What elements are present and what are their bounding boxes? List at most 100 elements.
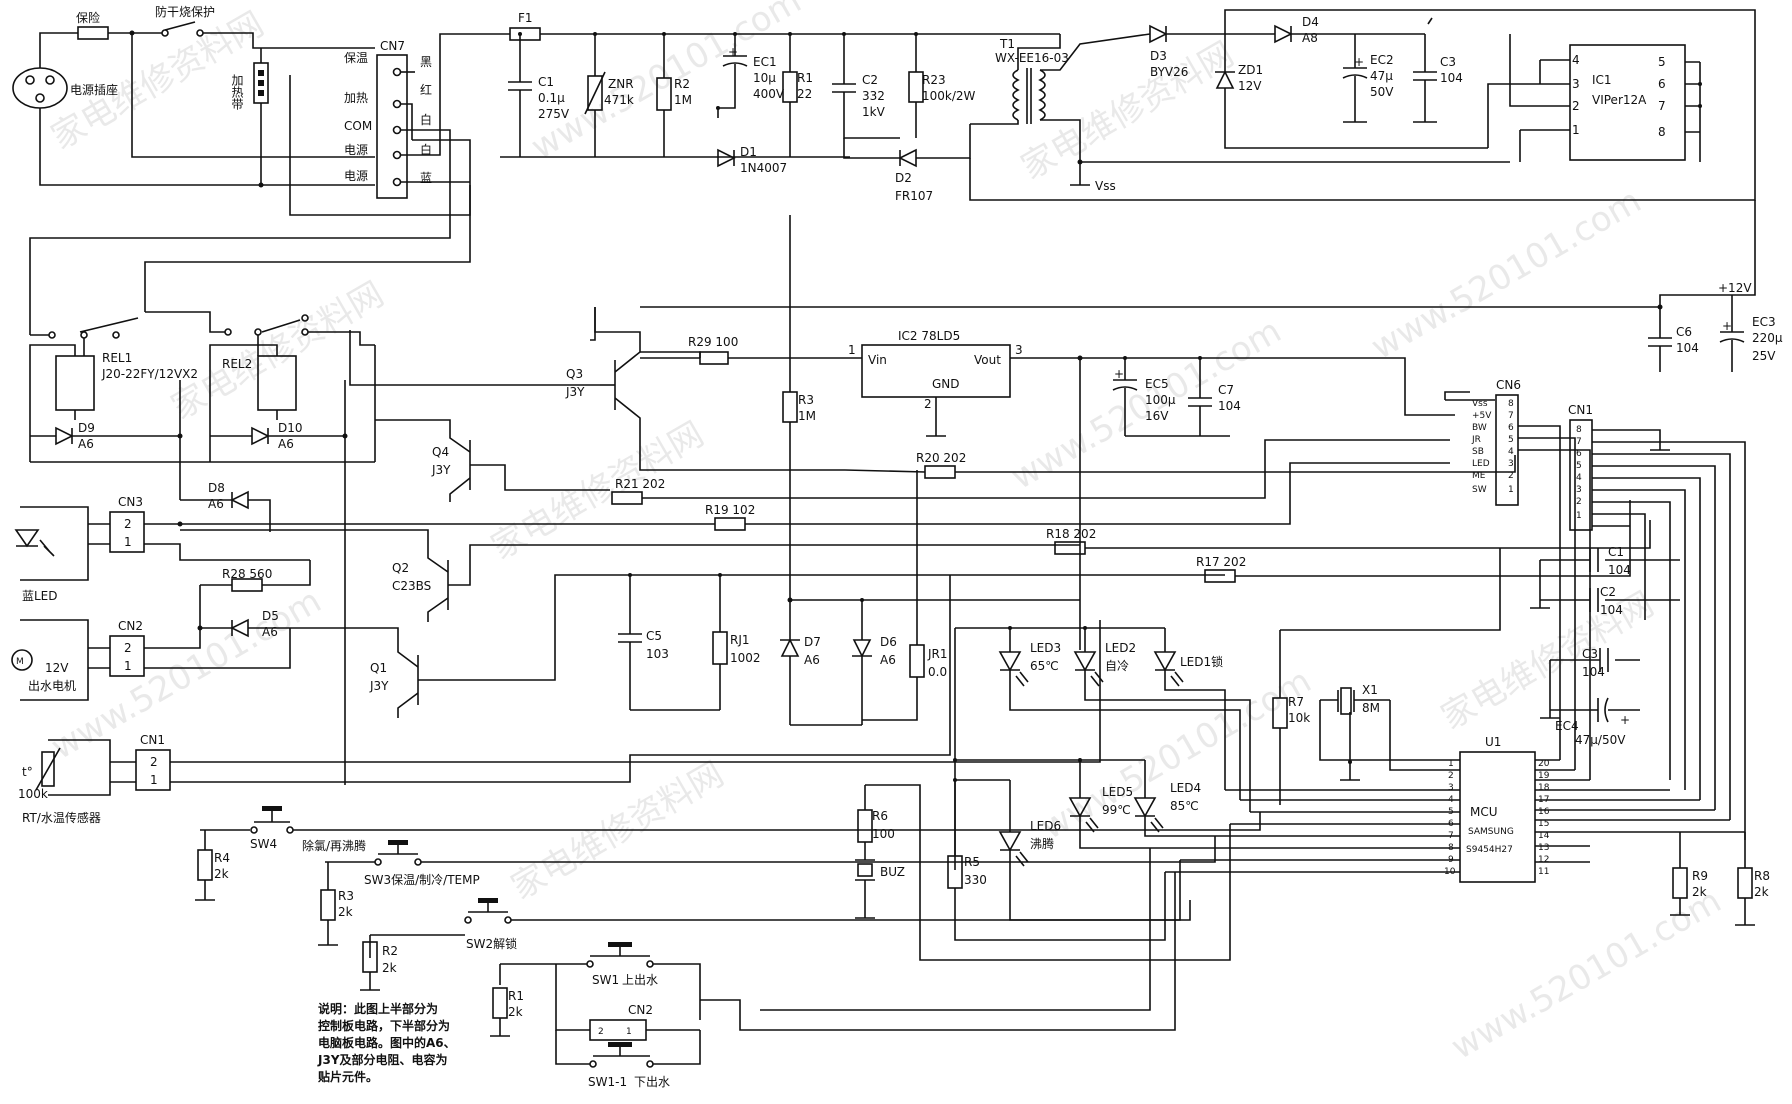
ec5-volt: 16V — [1145, 409, 1169, 423]
sw1-func: 上出水 — [622, 973, 658, 987]
dry-protect-label: 防干烧保护 — [155, 4, 215, 19]
u1-pin: 18 — [1538, 783, 1550, 793]
d2-ref: D2 — [895, 171, 912, 185]
ic1-pin: 7 — [1658, 99, 1666, 113]
sensor-network: C5 103 RJ1 1002 D7 A6 D6 A6 JR1 0.0 — [618, 470, 1080, 726]
r1-val: 22 — [797, 87, 812, 101]
vss-label: Vss — [1095, 179, 1116, 193]
sw4-func: 除氯/再沸腾 — [302, 838, 366, 853]
cn7-color: 白 — [420, 112, 432, 127]
cn7-color: 红 — [420, 82, 432, 97]
cn2-label: CN2 — [118, 619, 143, 633]
ec2-plus-mark: + — [1354, 55, 1364, 69]
ic1-pin: 1 — [1572, 123, 1580, 137]
r18-label: R18 202 — [1046, 527, 1096, 541]
d6-ref: D6 — [880, 635, 897, 649]
f1-label: F1 — [518, 11, 533, 25]
ec4-ref: EC4 — [1555, 719, 1579, 733]
c6-val: 104 — [1676, 341, 1699, 355]
ec1-ref: EC1 — [753, 55, 777, 69]
cn7-row: COM — [344, 119, 372, 133]
c2-ref: C2 — [862, 73, 878, 87]
cn1-right-connector: CN1 8 7 6 5 4 3 2 1 — [1568, 403, 1746, 840]
ic1-pin: 8 — [1658, 125, 1666, 139]
cn6-pin: 4 — [1508, 447, 1514, 457]
led3-ref: LED3 — [1030, 641, 1061, 655]
d4-ref: D4 — [1302, 15, 1319, 29]
plus12v-rail: +12V C6 104 + EC3 220µ 25V — [640, 200, 1783, 372]
switches: SW4 除氯/再沸腾 R4 2k SW3保温/制冷/TEMP R3 2k SW2… — [195, 806, 1261, 1089]
r2-ref: R2 — [674, 77, 690, 91]
d6-val: A6 — [880, 653, 896, 667]
ic2-pin: 3 — [1015, 343, 1023, 357]
ic1-val: VIPer12A — [1592, 93, 1647, 107]
d8-ref: D8 — [208, 481, 225, 495]
r7-val: 10k — [1288, 711, 1310, 725]
cn6-connector: CN6 Vss +5V BW JR SB LED ME SW 8 7 6 5 4… — [1444, 378, 1591, 780]
c1-volt: 275V — [538, 107, 570, 121]
d7-ref: D7 — [804, 635, 821, 649]
ic2-gnd: GND — [932, 377, 960, 391]
ec2-val: 47µ — [1370, 69, 1393, 83]
r21-label: R21 202 — [615, 477, 665, 491]
c6-ref: C6 — [1676, 325, 1692, 339]
cn6-signal: Vss — [1472, 399, 1488, 409]
cn6-signal: JR — [1471, 435, 1481, 445]
u1-mcu-label: MCU — [1470, 805, 1498, 819]
d9-val: A6 — [78, 437, 94, 451]
cn7-row: 加热 — [344, 91, 368, 105]
cn6-label: CN6 — [1496, 378, 1521, 392]
rel1-val: J20-22FY/12VX2 — [101, 367, 198, 381]
r3b-ref: R3 — [338, 889, 354, 903]
d5-ref: D5 — [262, 609, 279, 623]
cn1r-pin: 1 — [1576, 511, 1582, 521]
sensor-t: t° — [22, 765, 33, 779]
cn6-signal: SW — [1472, 485, 1487, 495]
left-connectors: 蓝LED CN3 2 1 D8 A6 M 12V 出水电机 CN2 2 1 D5… — [11, 481, 1101, 825]
u1-pin: 15 — [1538, 819, 1549, 829]
ec1-volt: 400V — [753, 87, 785, 101]
c1-ref: C1 — [538, 75, 554, 89]
c2b-val: 104 — [1600, 603, 1623, 617]
q3-val: J3Y — [565, 385, 585, 399]
zd1-val: 12V — [1238, 79, 1262, 93]
sw11-ref: SW1-1 — [588, 1075, 627, 1089]
d7-val: A6 — [804, 653, 820, 667]
c5-val: 103 — [646, 647, 669, 661]
led6-ref: LED6 — [1030, 819, 1061, 833]
c2-volt: 1kV — [862, 105, 886, 119]
x1-ref: X1 — [1362, 683, 1378, 697]
note-line: 说明：此图上半部分为 — [318, 1001, 438, 1016]
cn6-signal: LED — [1472, 459, 1490, 469]
ec4-val: 47µ/50V — [1575, 733, 1626, 747]
r17-label: R17 202 — [1196, 555, 1246, 569]
u1-pin: 1 — [1448, 759, 1454, 769]
c7-val: 104 — [1218, 399, 1241, 413]
r4-val: 2k — [214, 867, 229, 881]
q2-ref: Q2 — [392, 561, 409, 575]
cn6-pin: 3 — [1508, 459, 1514, 469]
cn6-signal: SB — [1472, 447, 1484, 457]
ic2-pin: 1 — [848, 343, 856, 357]
u1-pin: 20 — [1538, 759, 1550, 769]
r1-ref: R1 — [797, 71, 813, 85]
u1-pin: 14 — [1538, 831, 1550, 841]
r9-val: 2k — [1692, 885, 1707, 899]
u1-mcu — [1459, 751, 1536, 883]
r29-label: R29 100 — [688, 335, 738, 349]
d3-ref: D3 — [1150, 49, 1167, 63]
sensor-label: RT/水温传感器 — [22, 810, 101, 825]
c2b-ref: C2 — [1600, 585, 1616, 599]
u1-pin: 3 — [1448, 783, 1454, 793]
d10-ref: D10 — [278, 421, 303, 435]
r6-val: 100 — [872, 827, 895, 841]
regulator-section: R29 100 IC2 78LD5 Vin Vout GND 1 2 3 + E… — [180, 215, 1651, 650]
secondary-side: D3 BYV26 D4 A8 ZD1 12V + EC2 47µ 50V C3 … — [1149, 9, 1756, 162]
led3-val: 65℃ — [1030, 659, 1059, 673]
sw3-label: SW3保温/制冷/TEMP — [364, 873, 480, 887]
u1-pin: 13 — [1538, 843, 1549, 853]
r7-ref: R7 — [1288, 695, 1304, 709]
buzzer-icon — [857, 863, 873, 877]
d9-ref: D9 — [78, 421, 95, 435]
